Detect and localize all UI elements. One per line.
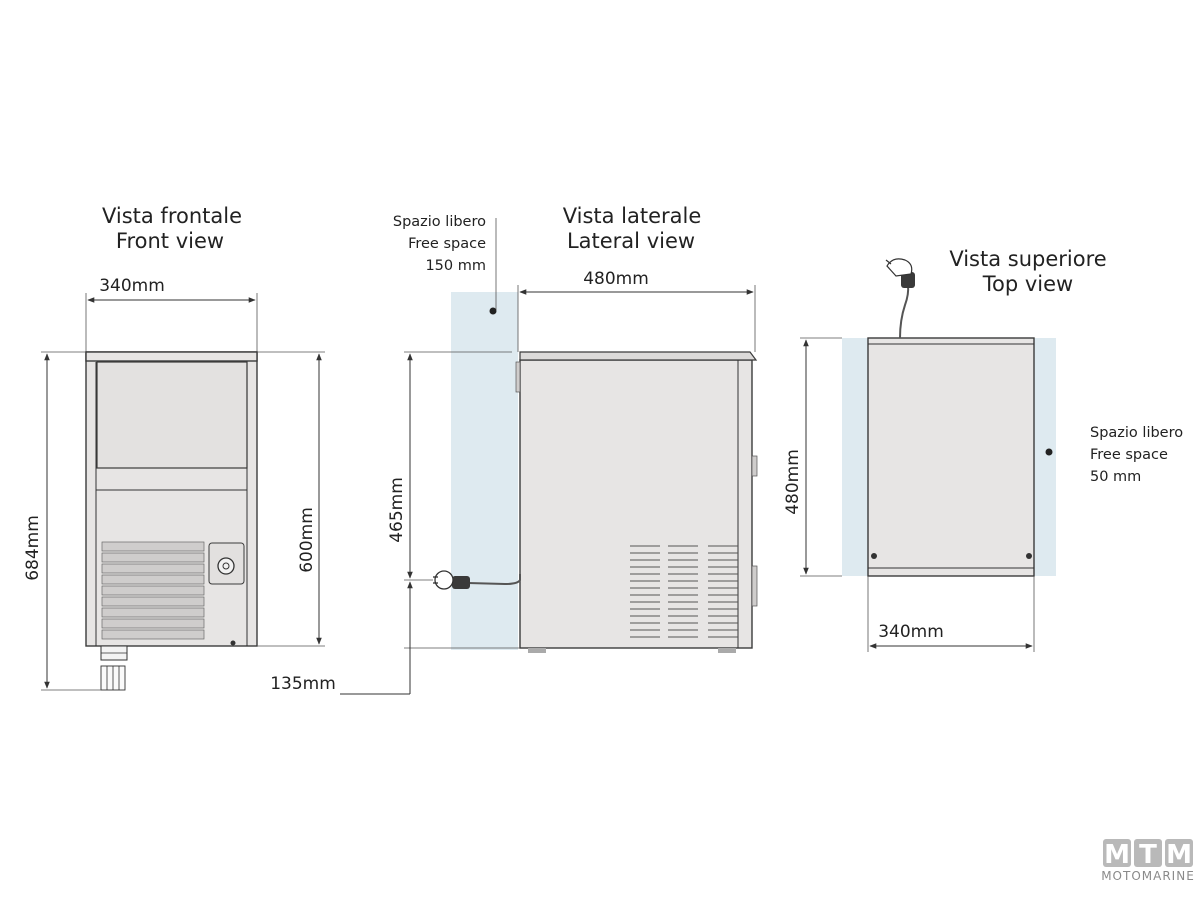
- top-screw-right: [1026, 553, 1032, 559]
- top-free-space-dot: [1045, 448, 1053, 456]
- top-free-space-line2: Free space: [1090, 447, 1168, 463]
- front-door-panel: [96, 361, 248, 469]
- front-total-height-label: 684mm: [23, 515, 43, 581]
- logo-letter-2: T: [1139, 840, 1157, 870]
- lateral-foot-back: [718, 648, 736, 653]
- top-view: Vista superiore Top view Spazio libero F…: [783, 247, 1183, 652]
- front-view: Vista frontale Front view 340mm: [23, 204, 325, 691]
- top-depth-label: 480mm: [783, 449, 803, 515]
- lateral-vent-middle: [668, 545, 698, 638]
- lateral-cable-height-label: 465mm: [387, 477, 407, 543]
- front-view-title-en: Front view: [116, 229, 224, 253]
- top-width-label: 340mm: [878, 622, 944, 642]
- lateral-free-space-dot: [489, 307, 497, 315]
- power-button-icon: [217, 557, 235, 575]
- top-power-plug-icon: [885, 258, 915, 339]
- lateral-foot-front: [528, 648, 546, 653]
- lateral-back-tab-1: [751, 455, 758, 477]
- lateral-vent-left: [630, 545, 660, 638]
- top-free-space-line1: Spazio libero: [1090, 425, 1183, 441]
- lateral-top-lid: [519, 351, 758, 361]
- top-free-space-left: [842, 338, 868, 576]
- lateral-back-tab-2: [751, 565, 758, 607]
- lateral-floor-offset-label: 135mm: [270, 674, 336, 694]
- lateral-free-space-line1: Spazio libero: [393, 214, 486, 230]
- logo-box-1: [1103, 839, 1131, 867]
- lateral-vent-right: [708, 545, 738, 638]
- top-free-space-right: [1034, 338, 1056, 576]
- logo-subtitle: MOTOMARINE: [1101, 869, 1195, 883]
- front-top-lid: [85, 351, 258, 362]
- lateral-view-body: [519, 359, 753, 649]
- top-view-body: [867, 337, 1035, 577]
- top-free-space-line3: 50 mm: [1090, 469, 1141, 485]
- drain-pipe-icon: [100, 645, 128, 691]
- lateral-depth-label: 480mm: [583, 269, 649, 289]
- logo-box-2: [1134, 839, 1162, 867]
- top-screw-left: [871, 553, 877, 559]
- motomarine-logo: M T M MOTOMARINE: [1101, 839, 1195, 883]
- lateral-view: Vista laterale Lateral view Spazio liber…: [270, 204, 758, 695]
- top-view-title-it: Vista superiore: [949, 247, 1106, 271]
- lateral-free-space-line3: 150 mm: [425, 258, 486, 274]
- front-width-label: 340mm: [99, 276, 165, 296]
- logo-letter-1: M: [1104, 840, 1130, 870]
- front-foot-screw: [230, 640, 236, 646]
- front-view-title-it: Vista frontale: [102, 204, 242, 228]
- lateral-free-space-line2: Free space: [408, 236, 486, 252]
- lateral-view-title-it: Vista laterale: [563, 204, 702, 228]
- front-grille: [101, 541, 205, 640]
- lateral-hinge: [515, 361, 521, 393]
- front-body-height-label: 600mm: [297, 507, 317, 573]
- logo-box-3: [1165, 839, 1193, 867]
- logo-letter-3: M: [1166, 840, 1192, 870]
- lateral-power-plug-icon: [433, 570, 521, 590]
- top-view-title-en: Top view: [982, 272, 1073, 296]
- lateral-free-space-area: [451, 292, 518, 650]
- lateral-view-title-en: Lateral view: [567, 229, 695, 253]
